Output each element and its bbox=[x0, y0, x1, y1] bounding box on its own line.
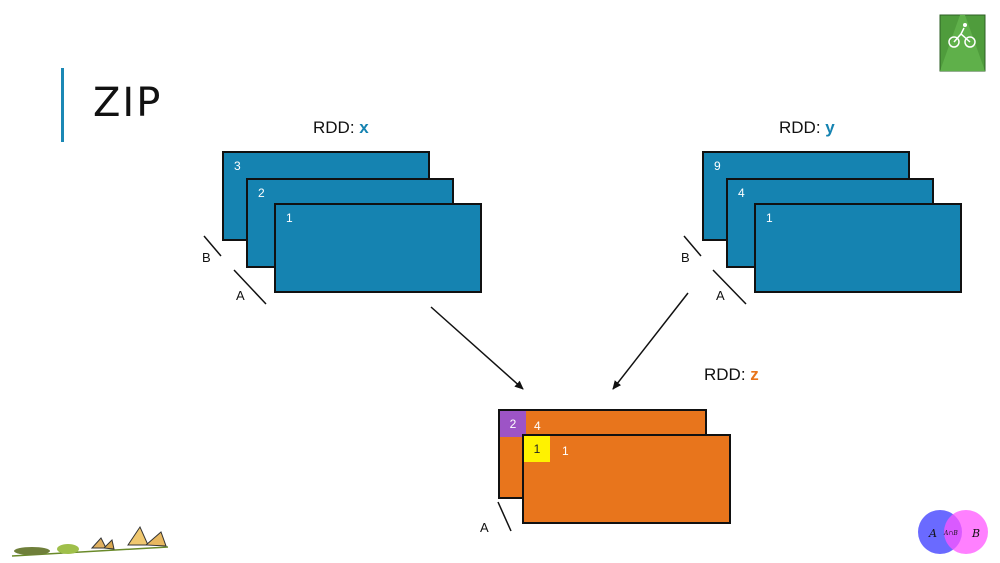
rdd-z-partition-card-front: 1 1 bbox=[522, 434, 731, 524]
venn-label-a: A bbox=[928, 527, 937, 540]
rdd-z-back-value: 4 bbox=[534, 419, 541, 433]
rdd-y-label: RDD: y bbox=[779, 118, 835, 138]
rdd-y-prefix: RDD: bbox=[779, 118, 826, 137]
arrow-y-to-z bbox=[612, 292, 689, 390]
rdd-y-partition-letter-b: B bbox=[681, 250, 690, 265]
rdd-z-partition-letter-a: A bbox=[480, 520, 489, 535]
rdd-z-front-chip: 1 bbox=[524, 436, 550, 462]
rdd-z-front-value: 1 bbox=[562, 444, 569, 458]
rdd-y-partition-card: 1 bbox=[754, 203, 962, 293]
rdd-x-partition-slash-a bbox=[233, 269, 267, 305]
rdd-x-partition-value: 3 bbox=[234, 159, 241, 173]
rdd-y-partition-value: 9 bbox=[714, 159, 721, 173]
rdd-x-label: RDD: x bbox=[313, 118, 369, 138]
rdd-y-partition-value: 4 bbox=[738, 186, 745, 200]
arrow-x-to-z bbox=[430, 306, 524, 390]
rdd-z-label: RDD: z bbox=[704, 365, 759, 385]
rdd-y-partition-slash-b bbox=[683, 235, 702, 257]
rdd-x-partition-value: 2 bbox=[258, 186, 265, 200]
rdd-z-prefix: RDD: bbox=[704, 365, 751, 384]
venn-diagram-icon: A A∩B B bbox=[918, 510, 988, 554]
cyclist-logo-icon bbox=[939, 14, 986, 72]
venn-label-intersection: A∩B bbox=[943, 530, 958, 537]
rdd-y-partition-value: 1 bbox=[766, 211, 773, 225]
rdd-x-partition-slash-b bbox=[203, 235, 222, 257]
rdd-x-name: x bbox=[359, 118, 369, 137]
rdd-z-partition-slash-a bbox=[497, 501, 512, 532]
rdd-z-back-chip: 2 bbox=[500, 411, 526, 437]
slide-title: ZIP bbox=[93, 80, 163, 126]
rdd-x-partition-value: 1 bbox=[286, 211, 293, 225]
rdd-y-partition-letter-a: A bbox=[716, 288, 725, 303]
rdd-x-partition-letter-a: A bbox=[236, 288, 245, 303]
rdd-x-prefix: RDD: bbox=[313, 118, 360, 137]
rdd-y-partition-slash-a bbox=[712, 269, 747, 305]
rdd-y-name: y bbox=[825, 118, 835, 137]
caterpillar-to-butterfly-icon bbox=[11, 525, 169, 557]
rdd-x-partition-card: 1 bbox=[274, 203, 482, 293]
rdd-z-name: z bbox=[750, 365, 759, 384]
title-accent-bar bbox=[61, 68, 64, 142]
venn-label-b: B bbox=[971, 527, 980, 540]
rdd-x-partition-letter-b: B bbox=[202, 250, 211, 265]
